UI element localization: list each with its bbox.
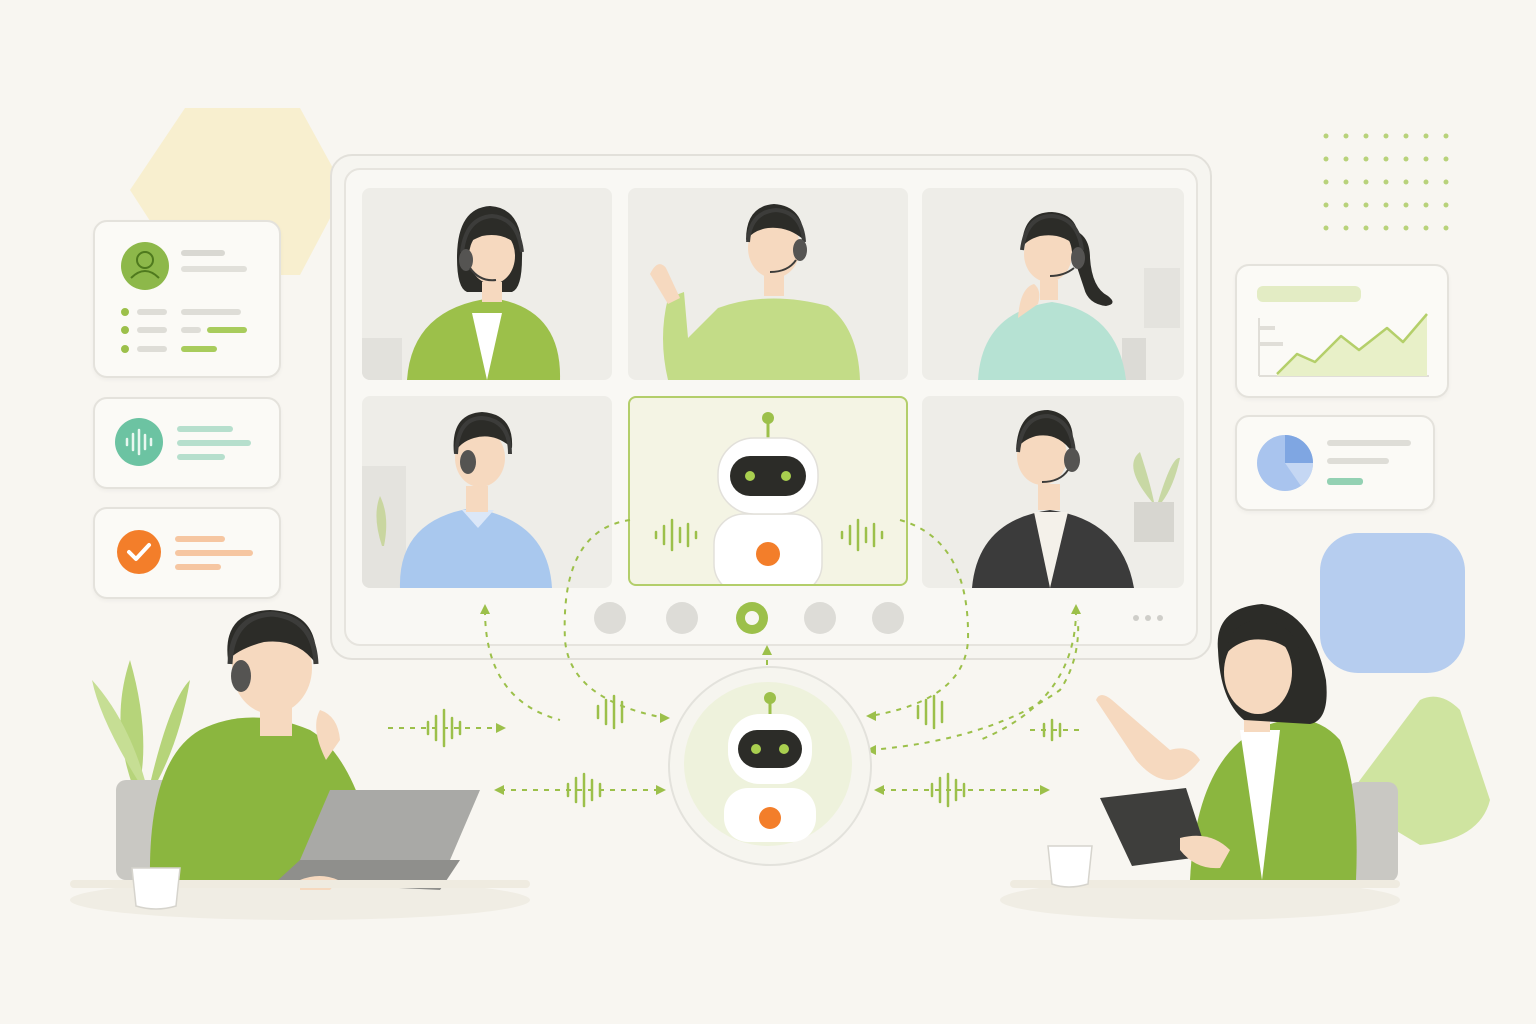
- voice-wave-left: [654, 518, 698, 552]
- participant-tile-6[interactable]: [922, 396, 1184, 588]
- control-dot[interactable]: [804, 602, 836, 634]
- sound-wave-icon: [115, 418, 251, 466]
- participant-tile-2[interactable]: [628, 188, 908, 380]
- dot-grid: [1323, 133, 1449, 231]
- participant-woman-avatar: [362, 206, 561, 380]
- headset-icon: [231, 660, 251, 692]
- coffee-cup-icon: [1047, 845, 1093, 888]
- robot-icon: [654, 412, 884, 584]
- line-chart-icon: [1257, 286, 1429, 377]
- task-card[interactable]: [93, 507, 281, 599]
- link-ai-right: [869, 519, 970, 717]
- audio-card[interactable]: [93, 397, 281, 489]
- laptop-icon: [300, 790, 480, 860]
- video-call-window[interactable]: [330, 154, 1212, 660]
- ai-assistant-tile[interactable]: [628, 396, 908, 586]
- participant-tile-4[interactable]: [362, 396, 612, 588]
- participant-man-waving-avatar: [650, 204, 860, 380]
- participant-man-blue-shirt-avatar: [362, 412, 552, 588]
- voice-waves: [426, 694, 1062, 808]
- participant-woman-thinking-avatar: [978, 212, 1180, 380]
- agent-blazer: [1190, 719, 1357, 880]
- more-dots-icon[interactable]: [1130, 612, 1170, 624]
- pie-card[interactable]: [1235, 415, 1435, 511]
- checkmark-icon: [117, 530, 253, 574]
- profile-card[interactable]: [93, 220, 281, 378]
- control-dot[interactable]: [666, 602, 698, 634]
- chair: [1348, 782, 1398, 882]
- control-dot[interactable]: [594, 602, 626, 634]
- user-avatar-icon: [121, 242, 247, 353]
- ai-hub[interactable]: [668, 666, 872, 866]
- robot-icon: [724, 692, 816, 842]
- video-grid: [344, 168, 1198, 646]
- chart-card[interactable]: [1235, 264, 1449, 398]
- rounded-square-shape: [1320, 533, 1465, 673]
- pie-chart-icon: [1257, 435, 1411, 491]
- control-dot[interactable]: [872, 602, 904, 634]
- coffee-cup-icon: [131, 867, 181, 910]
- voice-wave-right: [840, 518, 884, 552]
- participant-tile-1[interactable]: [362, 188, 612, 380]
- participant-tile-3[interactable]: [922, 188, 1184, 380]
- participant-man-grey-blazer-avatar: [972, 410, 1180, 588]
- active-control[interactable]: [736, 602, 768, 634]
